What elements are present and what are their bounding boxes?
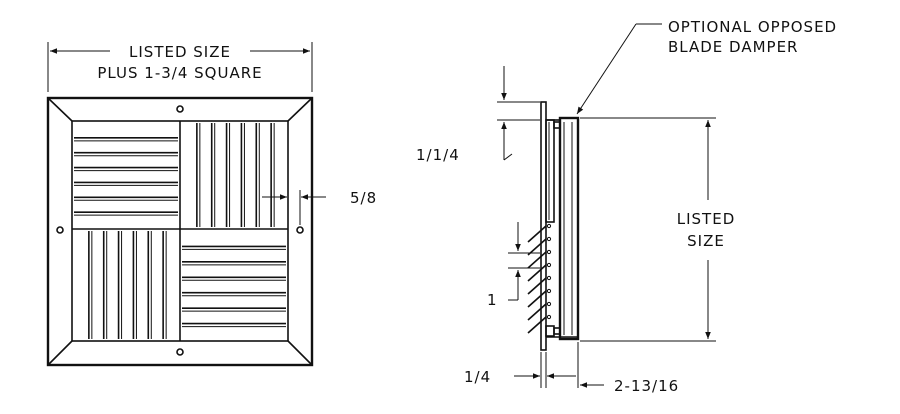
side-blade [527, 264, 547, 282]
side-blade [527, 225, 547, 243]
side-blade-pivot [546, 275, 552, 281]
dim1-label: 1 [487, 291, 498, 309]
side-blade [527, 303, 547, 321]
side-blade-pivot [546, 288, 552, 294]
callout-leader [576, 23, 637, 115]
screw-hole-top [176, 105, 184, 113]
side-blade [527, 251, 547, 269]
front-top-label-2: PLUS 1-3/4 SQUARE [97, 64, 262, 82]
side-blade [527, 316, 547, 334]
dim21316-label: 2-13/16 [614, 377, 679, 395]
side-blade [527, 277, 547, 295]
side-blade [527, 290, 547, 308]
quadrant-bottom-left-vertical-blades [88, 231, 167, 339]
miter-bl [47, 340, 73, 366]
side-blade-pivot [546, 314, 552, 320]
miter-tr [287, 97, 313, 122]
dim114-leader [503, 153, 513, 161]
side-blade-pivot [546, 301, 552, 307]
dim14-label: 1/4 [464, 368, 491, 386]
side-blade-pivot [546, 236, 552, 242]
screw-hole-left [56, 226, 64, 234]
dim58-label: 5/8 [350, 189, 377, 207]
side-blade-pivot [546, 262, 552, 268]
miter-br [287, 340, 313, 366]
side-damper-bracket-top [553, 121, 561, 129]
quadrant-bottom-right-horizontal-blades [182, 245, 286, 328]
side-damper-bracket-bottom [553, 327, 561, 335]
side-blade [527, 238, 547, 256]
screw-hole-right [296, 226, 304, 234]
grille-outer-frame [46, 96, 314, 367]
listed-label-2: SIZE [687, 232, 725, 250]
listed-label-1: LISTED [677, 210, 736, 228]
callout-line-1: OPTIONAL OPPOSED [668, 18, 837, 36]
side-diagonal-blades [527, 223, 552, 334]
front-top-label-1: LISTED SIZE [129, 43, 231, 61]
front-view: LISTED SIZE PLUS 1-3/4 SQUARE 5/8 [46, 42, 377, 367]
side-lower-clip [545, 325, 555, 337]
side-blade-pivot [546, 223, 552, 229]
callout-line-2: BLADE DAMPER [668, 38, 798, 56]
quadrant-top-left-horizontal-blades [74, 137, 178, 216]
side-damper-body [558, 116, 580, 341]
screw-hole-bottom [176, 348, 184, 356]
side-view: OPTIONAL OPPOSED BLADE DAMPER 1/1/4 1 [416, 18, 837, 395]
quadrant-top-right-vertical-blades [196, 123, 275, 227]
side-upper-blade-housing [545, 119, 555, 223]
miter-tl [47, 97, 73, 122]
side-blade-pivot [546, 249, 552, 255]
dim114-label: 1/1/4 [416, 146, 460, 164]
